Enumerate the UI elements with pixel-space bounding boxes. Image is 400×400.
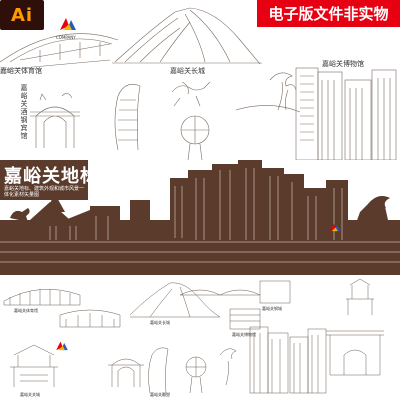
- brown-skyline-illustration: [0, 160, 400, 275]
- caption-stadium: 嘉峪关体育馆: [0, 67, 42, 75]
- caption-museum: 嘉峪关博物馆: [322, 60, 364, 68]
- company-logo-text: COMPANY: [56, 35, 76, 40]
- ai-file-badge: Ai: [0, 0, 44, 30]
- bottom-line-art: [3, 278, 384, 394]
- page-subtitle: 嘉峪关地标、建筑外观和城市风景一体化素材矢量图: [4, 186, 85, 198]
- bottom-label-4: 嘉峪关钢城: [262, 306, 282, 311]
- company-logo-bottom-icon: [56, 341, 68, 351]
- company-logo-color-icon: [329, 223, 341, 232]
- caption-great-wall: 嘉峪关长城: [170, 67, 205, 75]
- company-logo-icon: [60, 18, 76, 30]
- top-line-art: [0, 7, 397, 160]
- page-title: 嘉峪关地标建筑: [4, 166, 137, 187]
- bottom-label-2: 嘉峪关长城: [150, 320, 170, 325]
- bottom-label-5: 嘉峪关关城: [20, 392, 40, 397]
- title-panel: [0, 160, 88, 200]
- bottom-label-1: 嘉峪关体育馆: [14, 308, 38, 313]
- bottom-label-6: 嘉峪关雕塑: [150, 392, 170, 397]
- caption-hotel: 嘉峪关酒钢宾馆: [20, 84, 28, 140]
- digital-file-banner: 电子版文件非实物: [257, 0, 400, 27]
- bottom-label-3: 嘉峪关博物馆: [232, 332, 256, 337]
